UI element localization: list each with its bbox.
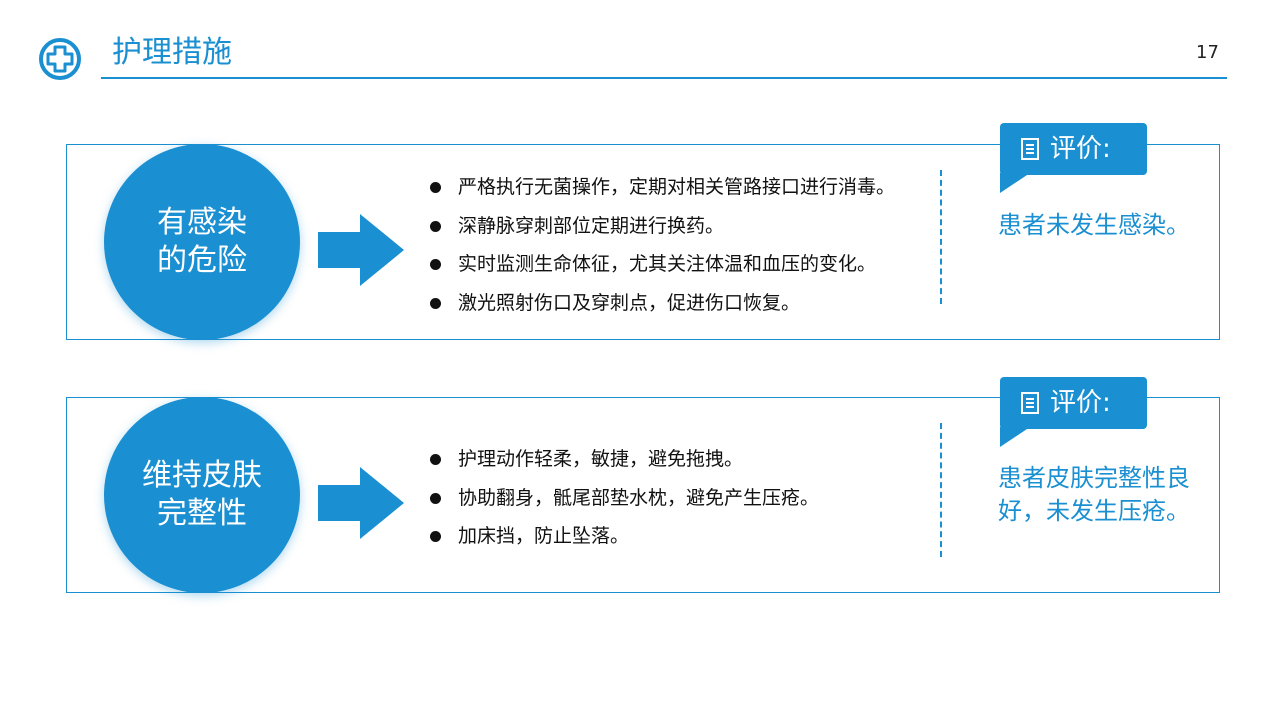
tab-tail bbox=[1000, 427, 1030, 447]
list-item: 严格执行无菌操作，定期对相关管路接口进行消毒。 bbox=[428, 168, 895, 207]
evaluation-text: 患者未发生感染。 bbox=[998, 211, 1190, 239]
measure-text: 实时监测生命体征，尤其关注体温和血压的变化。 bbox=[458, 253, 877, 275]
header-divider bbox=[101, 77, 1227, 79]
measure-text: 激光照射伤口及穿刺点，促进伤口恢复。 bbox=[458, 291, 801, 314]
measure-text: 协助翻身，骶尾部垫水枕，避免产生压疮。 bbox=[458, 486, 820, 509]
arrow-right-icon bbox=[318, 467, 404, 539]
bullet-dot-icon bbox=[430, 297, 441, 309]
bullet-dot-icon bbox=[430, 259, 441, 270]
bullet-dot-icon bbox=[430, 492, 441, 504]
bullet-dot-icon bbox=[430, 531, 441, 542]
measure-list-infection: 严格执行无菌操作，定期对相关管路接口进行消毒。 深静脉穿刺部位定期进行换药。 实… bbox=[428, 168, 895, 322]
dashed-divider bbox=[940, 170, 942, 304]
list-item: 实时监测生命体征，尤其关注体温和血压的变化。 bbox=[428, 245, 895, 284]
dashed-divider bbox=[940, 423, 942, 557]
measure-text: 严格执行无菌操作，定期对相关管路接口进行消毒。 bbox=[458, 176, 896, 198]
tab-tail bbox=[1000, 173, 1030, 193]
evaluation-tab: 评价: bbox=[1000, 377, 1147, 447]
document-icon bbox=[1021, 138, 1039, 160]
measure-list-skin: 护理动作轻柔，敏捷，避免拖拽。 协助翻身，骶尾部垫水枕，避免产生压疮。 加床挡，… bbox=[428, 440, 819, 556]
measure-text: 加床挡，防止坠落。 bbox=[458, 525, 630, 547]
bullet-dot-icon bbox=[430, 220, 441, 232]
evaluation-text: 患者皮肤完整性良好，未发生压疮。 bbox=[998, 464, 1190, 525]
arrow-right-icon bbox=[318, 214, 404, 286]
topic-circle-skin: 维持皮肤 完整性 bbox=[104, 397, 300, 593]
measure-text: 护理动作轻柔，敏捷，避免拖拽。 bbox=[458, 448, 744, 470]
list-item: 加床挡，防止坠落。 bbox=[428, 517, 819, 556]
bullet-dot-icon bbox=[430, 182, 441, 193]
section-panel-skin bbox=[66, 397, 1220, 593]
document-icon bbox=[1021, 392, 1039, 414]
list-item: 协助翻身，骶尾部垫水枕，避免产生压疮。 bbox=[428, 479, 819, 518]
section-panel-infection bbox=[66, 144, 1220, 340]
page-title: 护理措施 bbox=[112, 35, 232, 70]
evaluation-label: 评价: bbox=[1050, 134, 1111, 164]
list-item: 深静脉穿刺部位定期进行换药。 bbox=[428, 207, 895, 246]
measure-text: 深静脉穿刺部位定期进行换药。 bbox=[458, 214, 725, 237]
bullet-dot-icon bbox=[430, 454, 441, 465]
list-item: 激光照射伤口及穿刺点，促进伤口恢复。 bbox=[428, 284, 895, 323]
evaluation-tab: 评价: bbox=[1000, 123, 1147, 193]
topic-circle-infection: 有感染 的危险 bbox=[104, 144, 300, 340]
page-number: 17 bbox=[1196, 42, 1219, 63]
medical-cross-icon bbox=[39, 38, 81, 80]
evaluation-label: 评价: bbox=[1050, 388, 1111, 418]
list-item: 护理动作轻柔，敏捷，避免拖拽。 bbox=[428, 440, 819, 479]
